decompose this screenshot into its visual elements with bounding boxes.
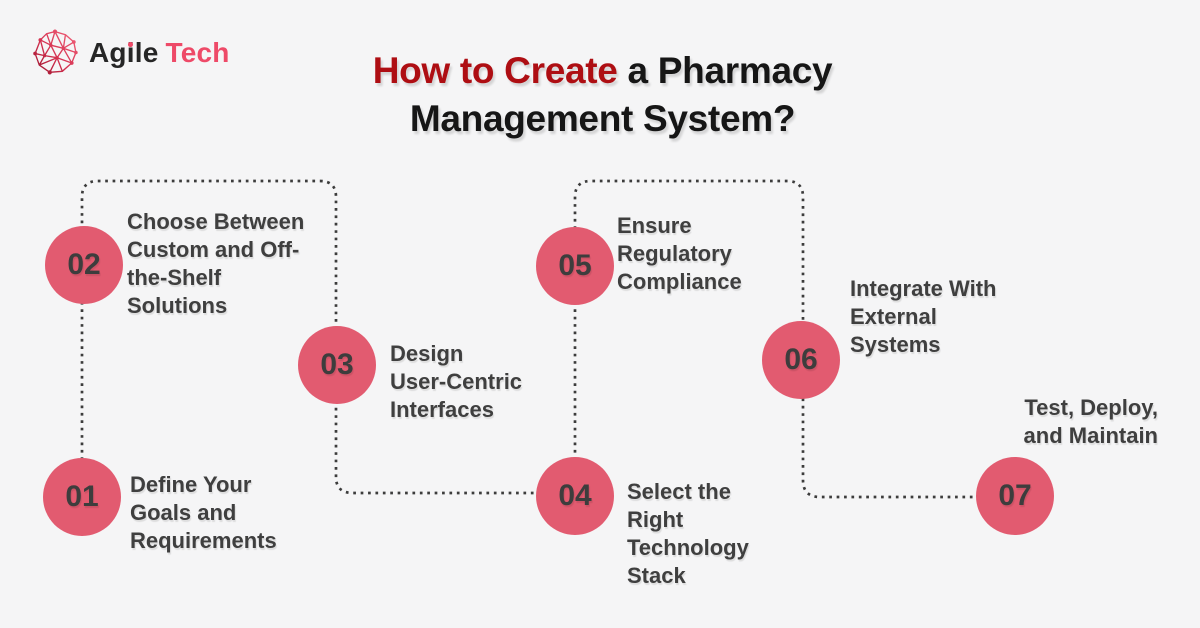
step-04-number: 04: [558, 479, 592, 512]
step-03-badge: 03: [298, 326, 376, 404]
step-04-label: Select the Right Technology Stack: [627, 479, 749, 588]
step-04-badge: 04: [536, 457, 614, 535]
logo-word-accent: Tech: [165, 36, 230, 68]
page-title: How to Create a Pharmacy Management Syst…: [280, 47, 925, 143]
step-01-badge: 01: [43, 458, 121, 536]
step-07-number: 07: [998, 479, 1032, 512]
title-line2: Management System?: [409, 98, 796, 139]
title-highlight: How to Create: [372, 50, 618, 91]
step-03-number: 03: [320, 348, 354, 381]
step-06-number: 06: [784, 343, 818, 376]
connector-path-steps-1-4: [80, 179, 576, 497]
step-07-badge: 07: [976, 457, 1054, 535]
step-05-badge: 05: [536, 227, 614, 305]
logo-i-dot: [128, 42, 133, 47]
step-06-badge: 06: [762, 321, 840, 399]
step-02-badge: 02: [45, 226, 123, 304]
wireframe-sphere-icon: [33, 29, 78, 75]
step-03-label: Design User-Centric Interfaces: [390, 341, 523, 422]
step-02-label: Choose Between Custom and Off- the-Shelf…: [127, 209, 305, 318]
step-05-label: Ensure Regulatory Compliance: [617, 213, 742, 294]
step-07-label: Test, Deploy, and Maintain: [1023, 395, 1158, 448]
step-05-number: 05: [558, 249, 592, 282]
step-01-number: 01: [65, 480, 99, 513]
step-02-number: 02: [67, 248, 101, 281]
step-01-label: Define Your Goals and Requirements: [130, 472, 277, 553]
connector-path-steps-5-7: [573, 179, 977, 499]
step-06-label: Integrate With External Systems: [850, 276, 997, 357]
title-rest-line1: a Pharmacy: [627, 50, 833, 91]
